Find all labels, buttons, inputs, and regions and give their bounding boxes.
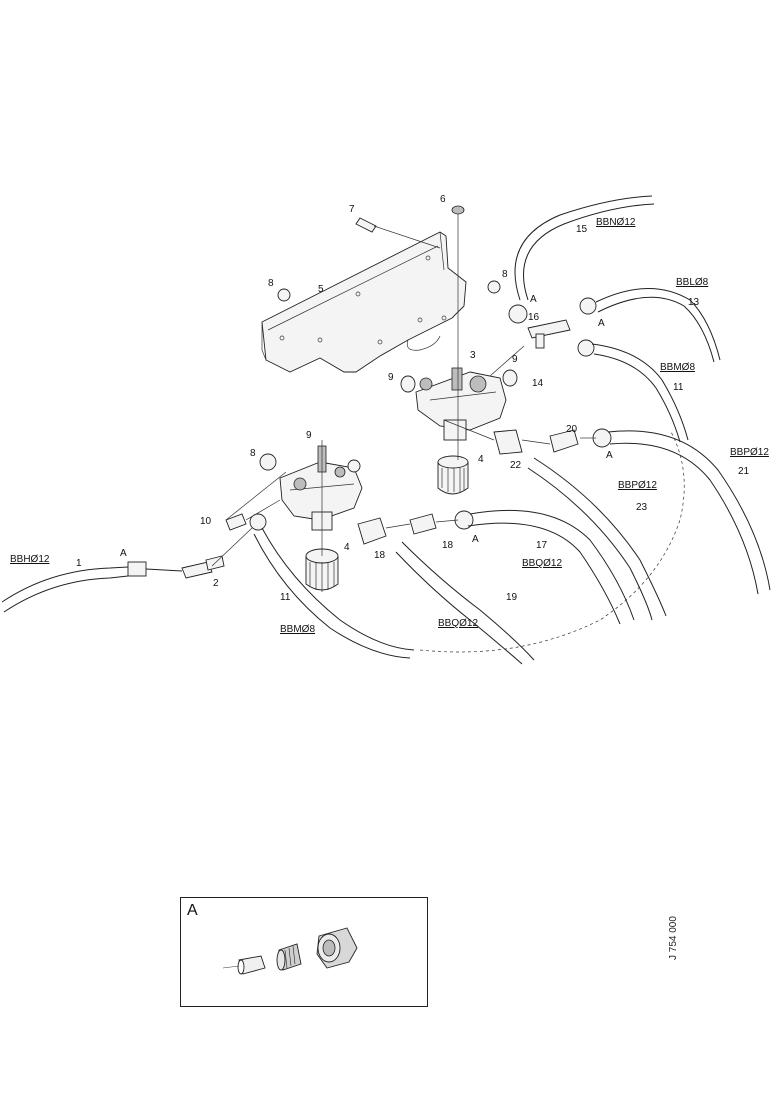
inset-title: A <box>187 902 198 919</box>
part-labels: 1 2 3 4 4 5 6 7 8 8 8 9 9 9 10 11 11 13 … <box>76 194 750 603</box>
part-label-3: 3 <box>470 350 476 361</box>
part-label-8b: 8 <box>502 269 508 280</box>
hose-code-bbm-lower: BBMØ8 <box>280 624 315 635</box>
part-label-8a: 8 <box>268 278 274 289</box>
part-label-17: 17 <box>536 540 548 551</box>
detail-ref-a2: A <box>598 318 605 329</box>
part-label-15: 15 <box>576 224 588 235</box>
detail-ref-a5: A <box>120 548 127 559</box>
hose-code-bbl: BBLØ8 <box>676 277 709 288</box>
inset-drawing <box>222 927 358 975</box>
part-label-9a: 9 <box>388 372 394 383</box>
part-label-2: 2 <box>213 578 219 589</box>
part-label-13: 13 <box>688 297 700 308</box>
mounting-bracket <box>261 231 467 373</box>
part-label-19: 19 <box>506 592 518 603</box>
detail-ref-a4: A <box>472 534 479 545</box>
detail-inset-a: A <box>180 897 428 1007</box>
part-label-21: 21 <box>738 466 750 477</box>
fitting-sleeve <box>237 955 266 975</box>
part-label-9b: 9 <box>306 430 312 441</box>
hose-code-labels: BBNØ12 BBLØ8 BBMØ8 BBPØ12 BBPØ12 BBHØ12 … <box>10 217 769 635</box>
part-label-6: 6 <box>440 194 446 205</box>
part-label-9c: 9 <box>512 354 518 365</box>
part-label-11b: 11 <box>280 592 291 603</box>
part-label-20: 20 <box>566 424 578 435</box>
part-label-16: 16 <box>528 312 540 323</box>
part-label-18b: 18 <box>442 540 454 551</box>
part-label-1: 1 <box>76 558 82 569</box>
part-label-7: 7 <box>349 204 355 215</box>
upper-valve <box>415 367 507 495</box>
part-label-4b: 4 <box>344 542 350 553</box>
hose-code-bbq-mid: BBQØ12 <box>438 618 478 629</box>
part-label-8c: 8 <box>250 448 256 459</box>
drawing-reference-code: J 754 000 <box>668 916 679 960</box>
detail-refs: A A A A A <box>120 294 613 559</box>
hose-code-bbh: BBHØ12 <box>10 554 50 565</box>
detail-ref-a3: A <box>606 450 613 461</box>
hose-code-bbm-upper: BBMØ8 <box>660 362 695 373</box>
part-label-10: 10 <box>200 516 212 527</box>
part-label-23: 23 <box>636 502 648 513</box>
fitting-ring <box>276 943 302 971</box>
part-label-4a: 4 <box>478 454 484 465</box>
hoses <box>1 195 771 665</box>
fitting-nut <box>316 927 358 969</box>
part-label-5: 5 <box>318 284 324 295</box>
part-label-22: 22 <box>510 460 522 471</box>
detail-ref-a1: A <box>530 294 537 305</box>
hose-code-bbp-mid: BBPØ12 <box>618 480 657 491</box>
hose-code-bbn: BBNØ12 <box>596 217 636 228</box>
part-label-18a: 18 <box>374 550 386 561</box>
part-label-14: 14 <box>532 378 544 389</box>
leader-lines <box>211 214 685 653</box>
hose-code-bbp12: BBPØ12 <box>730 447 769 458</box>
hose-code-bbq-lower: BBQØ12 <box>522 558 562 569</box>
part-label-11a: 11 <box>673 382 684 393</box>
